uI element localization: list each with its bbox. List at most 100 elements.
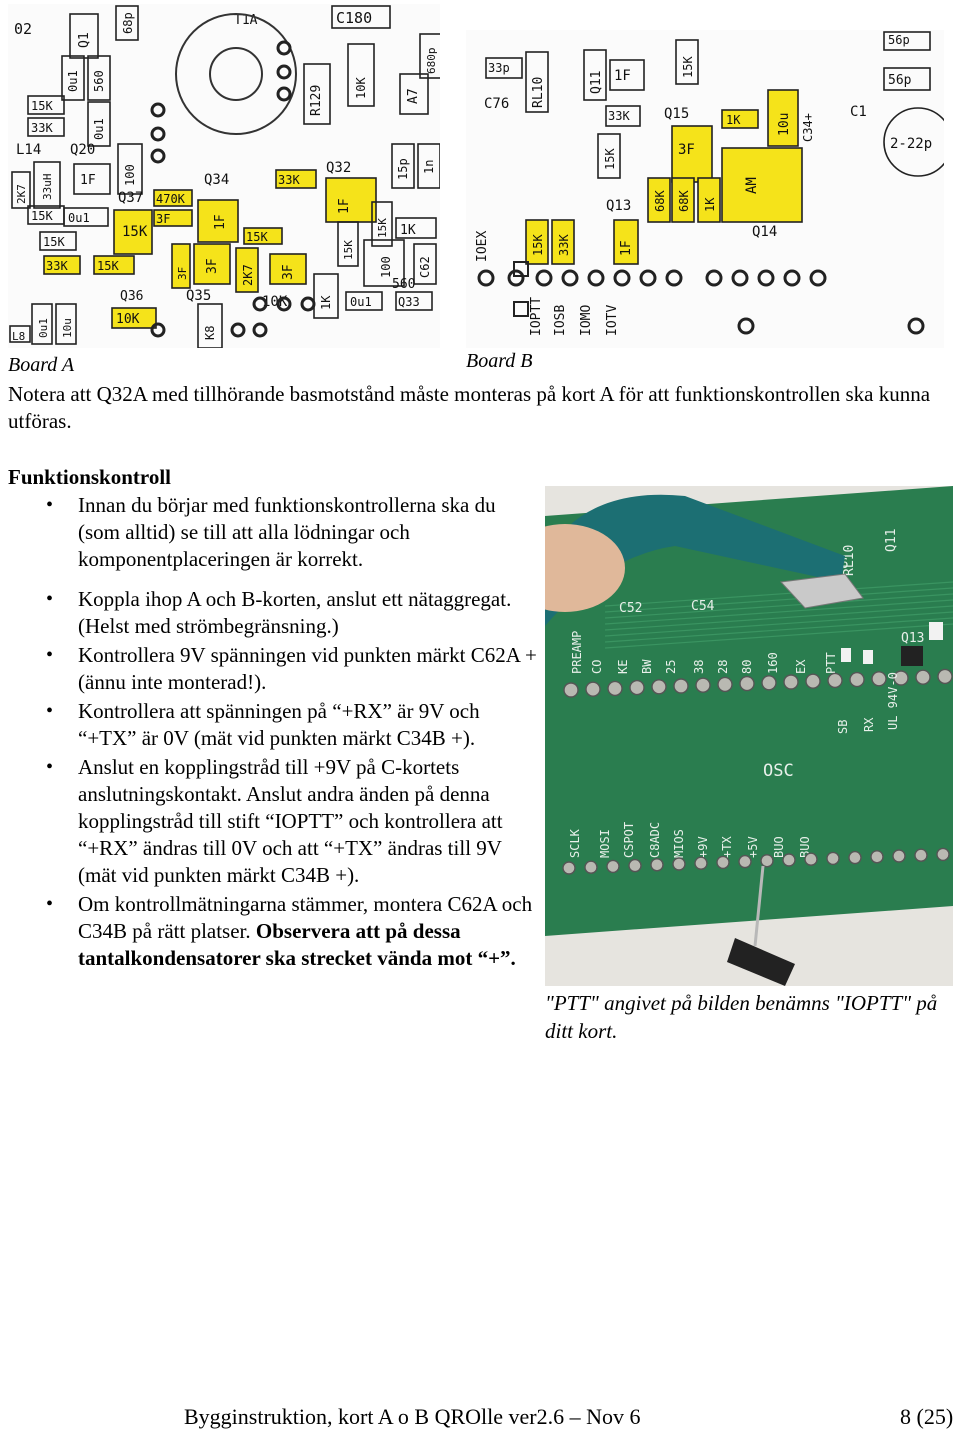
header-pin bbox=[650, 858, 664, 872]
pcb-photo-illustration: C76RL10Q11C52C54Q13PREAMPCOKEBW253828801… bbox=[545, 486, 953, 986]
silkscreen-label: 1F bbox=[80, 173, 96, 188]
checklist-item: Kontrollera 9V spänningen vid punkten mä… bbox=[8, 642, 538, 696]
silkscreen-label: 1F bbox=[337, 198, 352, 214]
silkscreen-label: 1K bbox=[400, 223, 416, 238]
checklist-item: Kontrollera att spänningen på “+RX” är 9… bbox=[8, 698, 538, 752]
silkscreen-label: 3F bbox=[156, 212, 170, 226]
component-outline bbox=[363, 239, 405, 287]
silkscreen-label: 3F bbox=[678, 142, 695, 158]
silkscreen-label: IOPTT bbox=[529, 297, 544, 336]
silkscreen-label: AM bbox=[744, 177, 760, 194]
component-outline bbox=[583, 49, 607, 101]
silkscreen-label: 100 bbox=[123, 164, 137, 186]
silkscreen-label: IOTV bbox=[605, 305, 620, 336]
header-pin bbox=[607, 680, 623, 697]
solder-pad bbox=[731, 269, 749, 287]
solder-pad bbox=[150, 126, 166, 142]
component-outline bbox=[675, 39, 699, 85]
component-outline bbox=[347, 43, 375, 107]
solder-pad bbox=[757, 269, 775, 287]
solder-pad bbox=[665, 269, 683, 287]
component-outline bbox=[609, 59, 645, 91]
silkscreen-label: K8 bbox=[203, 326, 217, 340]
silkscreen-label: 15K bbox=[246, 230, 268, 244]
silkscreen-label: 10K bbox=[116, 312, 140, 327]
silkscreen-label: 38 bbox=[692, 660, 706, 674]
component-outline bbox=[73, 163, 111, 195]
component-outline bbox=[485, 57, 523, 79]
component-outline bbox=[31, 303, 53, 345]
pcb-trace bbox=[604, 623, 953, 649]
silkscreen-label: 15K bbox=[531, 234, 545, 256]
component-outline bbox=[767, 89, 799, 147]
footer-title: Bygginstruktion, kort A o B QROlle ver2.… bbox=[184, 1404, 641, 1429]
header-pin bbox=[893, 670, 909, 686]
silkscreen-label: 33K bbox=[31, 121, 53, 135]
silkscreen-label: 15K bbox=[31, 99, 53, 113]
header-pin bbox=[871, 671, 887, 687]
silkscreen-label: 33K bbox=[46, 259, 68, 273]
component-outline bbox=[61, 55, 85, 101]
silkscreen-label: 15K bbox=[376, 218, 389, 238]
silkscreen-label: 15K bbox=[43, 235, 65, 249]
header-pin bbox=[672, 857, 686, 871]
header-pin bbox=[937, 668, 953, 685]
board-b-caption: Board B bbox=[466, 350, 533, 372]
square-pad bbox=[513, 261, 529, 277]
checklist-item: Anslut en kopplingstråd till +9V på C-ko… bbox=[8, 754, 538, 889]
header-pin bbox=[760, 854, 774, 868]
pcb-trace bbox=[604, 599, 953, 625]
component-outline bbox=[9, 325, 31, 343]
component-outline bbox=[171, 243, 191, 289]
silkscreen-label: Q34 bbox=[204, 172, 229, 188]
silkscreen-label: 3F bbox=[281, 264, 296, 280]
component-outline bbox=[551, 219, 575, 265]
silkscreen-label: Q13 bbox=[901, 631, 924, 646]
solder-pad bbox=[613, 269, 631, 287]
header-pin bbox=[629, 679, 645, 696]
component-outline bbox=[525, 51, 549, 113]
component-outline bbox=[11, 171, 31, 209]
silkscreen-label: C76 bbox=[484, 96, 509, 112]
header-pin bbox=[717, 676, 733, 693]
silkscreen-label: C34+ bbox=[801, 113, 815, 142]
header-pin bbox=[761, 675, 777, 691]
silkscreen-label: Q1 bbox=[77, 32, 92, 48]
header-pin bbox=[562, 861, 576, 875]
component-outline bbox=[235, 247, 259, 293]
fingertip bbox=[545, 524, 625, 612]
component-outline bbox=[605, 105, 641, 127]
solder-pad bbox=[477, 269, 495, 287]
header-pin bbox=[914, 848, 928, 862]
silkscreen-label: RX bbox=[862, 717, 876, 732]
component-outline bbox=[597, 133, 621, 179]
solder-pad bbox=[252, 322, 268, 338]
component-outline bbox=[63, 207, 109, 227]
silkscreen-label: 15K bbox=[681, 56, 695, 78]
component-outline bbox=[193, 243, 231, 285]
solder-pad bbox=[276, 40, 292, 56]
header-pin bbox=[694, 856, 708, 870]
component-outline bbox=[697, 177, 721, 223]
component-outline bbox=[883, 31, 931, 51]
silkscreen-label: 02 bbox=[14, 20, 32, 38]
pcb-trace bbox=[604, 581, 953, 607]
silkscreen-label: Q13 bbox=[606, 198, 631, 214]
solder-pad bbox=[276, 64, 292, 80]
solder-pad bbox=[276, 296, 292, 312]
silkscreen-label: CO bbox=[590, 660, 604, 674]
silkscreen-label: 160 bbox=[766, 652, 780, 674]
silkscreen-label: 680p bbox=[425, 48, 438, 75]
component-outline bbox=[399, 73, 429, 115]
solder-pad bbox=[705, 269, 723, 287]
silkscreen-label: 0u1 bbox=[66, 70, 80, 92]
transistor-q13 bbox=[901, 646, 923, 666]
silkscreen-label: Q32 bbox=[326, 160, 351, 176]
solder-pad bbox=[507, 269, 525, 287]
silkscreen-label: 15K bbox=[31, 209, 53, 223]
silkscreen-label: MOSI bbox=[598, 829, 612, 858]
solder-pad bbox=[276, 86, 292, 102]
silkscreen-label: 0u1 bbox=[92, 118, 106, 140]
silkscreen-label: L8 bbox=[12, 330, 25, 343]
